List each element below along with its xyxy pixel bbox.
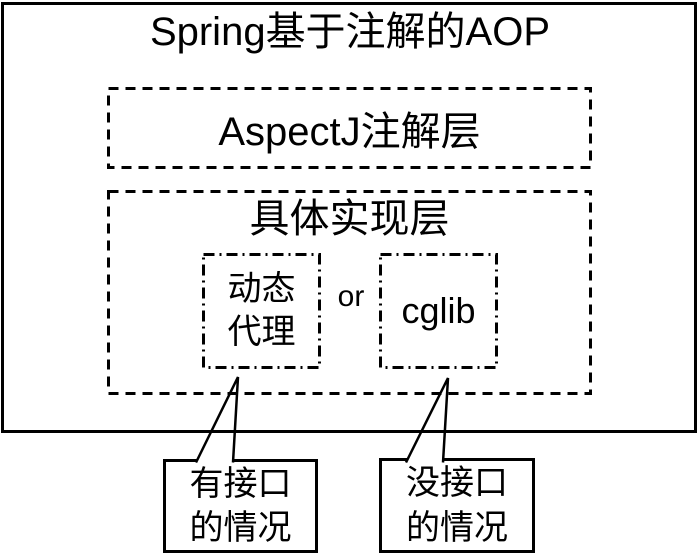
callout-with-interface-line2: 的情况 xyxy=(189,509,292,547)
dynamic-proxy-line2: 代理 xyxy=(227,313,296,351)
dynamic-proxy-line1: 动态 xyxy=(227,270,296,309)
dynamic-proxy-label: 动态 代理 xyxy=(203,254,320,368)
implementation-layer-label: 具体实现层 xyxy=(249,197,450,241)
callout-without-interface-line1: 没接口 xyxy=(406,464,508,503)
callout-without-interface-line2: 的情况 xyxy=(406,508,508,547)
callout-with-interface: 有接口 的情况 xyxy=(163,459,318,553)
diagram-title: Spring基于注解的AOP xyxy=(149,10,551,54)
aspectj-layer-label: AspectJ注解层 xyxy=(218,110,481,154)
cglib-label: cglib xyxy=(401,290,476,331)
callout-without-interface: 没接口 的情况 xyxy=(379,458,535,553)
or-label: or xyxy=(337,280,365,313)
outer-box xyxy=(1,2,697,433)
callout-with-interface-line1: 有接口 xyxy=(189,464,292,503)
